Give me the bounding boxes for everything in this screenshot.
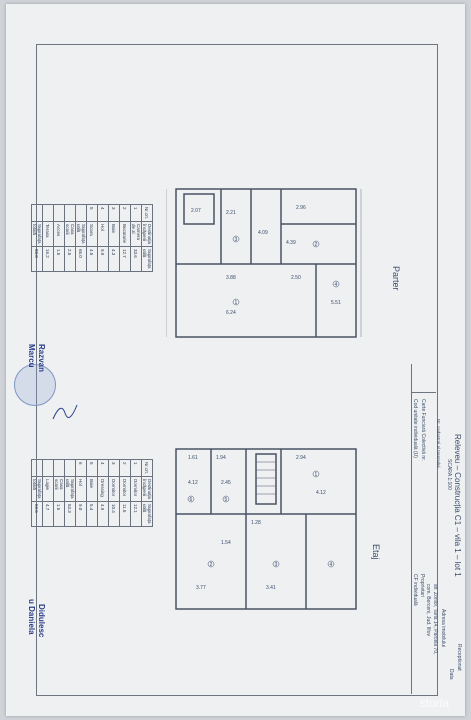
signature-bottom-name1: Didulesc <box>37 604 46 638</box>
watermark-logo: storia <box>419 696 449 710</box>
svg-text:2: 2 <box>315 242 318 248</box>
parter-floor-plan: 2.07 2.21 4.09 2.96 4.39 3.88 2.50 6.24 … <box>166 188 362 338</box>
receiver-label: Receptionat <box>456 644 462 671</box>
svg-text:3: 3 <box>275 562 278 568</box>
svg-text:3.41: 3.41 <box>266 585 276 591</box>
svg-text:1: 1 <box>315 472 318 478</box>
svg-text:2.07: 2.07 <box>191 208 201 214</box>
svg-text:1: 1 <box>235 300 238 306</box>
etaj-area-table-wrapper: Nr.crt. Destinația încăperii Suprafața u… <box>31 459 153 574</box>
signature-bottom-name2: u Daniela <box>27 599 36 635</box>
address-label: Adresa imobilului <box>440 609 446 648</box>
header-divider <box>411 392 436 393</box>
etaj-label: Etaj <box>371 544 381 560</box>
svg-text:4.39: 4.39 <box>286 240 296 246</box>
parter-area-table-wrapper: Nr.crt. Destinația încăperii Suprafața u… <box>31 204 153 319</box>
svg-text:3: 3 <box>235 237 238 243</box>
cf-individuala-label: CF individuală <box>412 574 418 606</box>
svg-text:6.24: 6.24 <box>226 310 236 316</box>
etaj-floor-plan: 1.61 1.94 2.94 4.12 2.45 4.12 1.28 1.54 … <box>175 448 357 610</box>
header-divider <box>411 364 412 694</box>
table-header: Suprafața utilă <box>141 246 153 272</box>
cf-colectiva-label: Carte Funciară Colectivă nr. <box>420 399 426 461</box>
svg-text:4.12: 4.12 <box>316 490 326 496</box>
svg-text:5: 5 <box>225 497 228 503</box>
etaj-area-table: Nr.crt. Destinația încăperii Suprafața u… <box>31 459 153 527</box>
address-line2: com. Berceni, Jud. Ilfov <box>425 584 431 636</box>
cadastral-label: Nr. cadastral al terenului <box>436 419 441 468</box>
svg-text:3.77: 3.77 <box>196 585 206 591</box>
document-title: Releveu – Construcția C1 – vila 1 – lot … <box>453 434 462 577</box>
table-header: Suprafața utilă <box>141 501 153 527</box>
svg-text:4: 4 <box>330 562 333 568</box>
svg-text:2.21: 2.21 <box>226 210 236 216</box>
table-header: Destinația încăperii <box>141 221 153 247</box>
owner-label: Proprietari <box>419 574 425 598</box>
svg-text:1.54: 1.54 <box>221 540 231 546</box>
table-header: Destinația încăperii <box>141 476 153 502</box>
svg-text:3.88: 3.88 <box>226 275 236 281</box>
svg-text:4: 4 <box>335 282 338 288</box>
svg-text:2: 2 <box>210 562 213 568</box>
svg-text:1.94: 1.94 <box>216 455 226 461</box>
address-line1: str. Zorilor, Tarla 14, Parcela 70, <box>432 584 438 655</box>
parter-label: Parter <box>391 266 401 291</box>
document-page: Releveu – Construcția C1 – vila 1 – lot … <box>6 4 465 716</box>
svg-text:1.28: 1.28 <box>251 520 261 526</box>
table-header: Nr.crt. <box>141 204 153 222</box>
svg-text:2.45: 2.45 <box>221 480 231 486</box>
date-label: Data <box>448 669 454 680</box>
signature-top-name1: Razvan <box>37 344 46 373</box>
svg-text:5.51: 5.51 <box>331 300 341 306</box>
svg-text:1.61: 1.61 <box>188 455 198 461</box>
scale-label: SCARA 1:100 <box>446 459 452 490</box>
signature-scribble <box>52 404 78 420</box>
stamp-seal <box>14 364 56 406</box>
svg-text:4.12: 4.12 <box>188 480 198 486</box>
parter-area-table: Nr.crt. Destinația încăperii Suprafața u… <box>31 204 153 272</box>
svg-text:2.94: 2.94 <box>296 455 306 461</box>
svg-text:6: 6 <box>190 497 193 503</box>
signature-top-name2: Marcu <box>27 344 36 368</box>
svg-text:2.50: 2.50 <box>291 275 301 281</box>
table-header: Nr.crt. <box>141 459 153 477</box>
svg-text:4.09: 4.09 <box>258 230 268 236</box>
svg-text:2.96: 2.96 <box>296 205 306 211</box>
cod-unitate-label: Cod unitate individuală (U) <box>412 399 418 458</box>
